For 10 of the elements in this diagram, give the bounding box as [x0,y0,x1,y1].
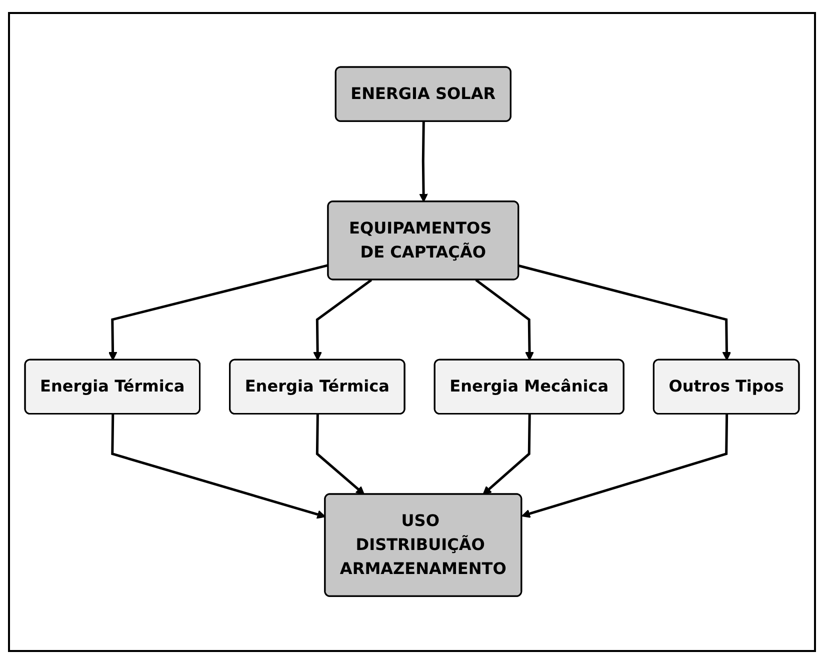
arrow [475,279,534,361]
arrow [108,264,329,361]
arrow [522,414,728,518]
arrow [316,414,365,496]
arrow [419,122,428,203]
arrow [482,414,531,496]
arrow [518,264,732,361]
diagram-frame: ENERGIA SOLAR EQUIPAMENTOS DE CAPTAÇÃO Energia Térmica Energia Térmica Energia Mecânica Outros Tipos USO DISTRIBUIÇÃO ARMAZENAMENTO [8,12,816,652]
arrow [313,279,372,361]
arrow [111,414,326,520]
